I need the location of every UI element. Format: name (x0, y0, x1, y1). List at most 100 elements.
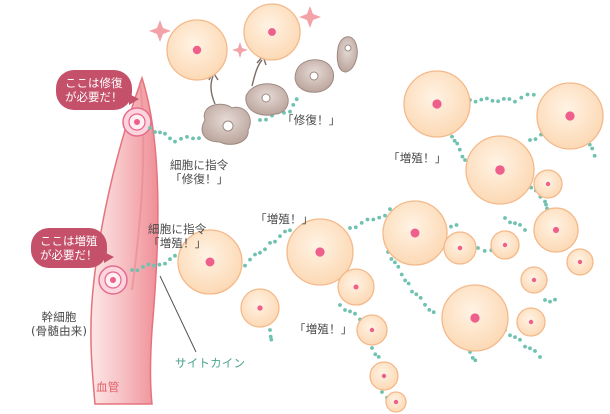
cytokine-dot (410, 289, 414, 294)
cytokine-dot (528, 138, 532, 142)
cytokine-dot (496, 99, 500, 104)
cytokine-dot (365, 217, 370, 222)
cytokine-dot (525, 92, 530, 97)
cytokine-dot (431, 310, 436, 315)
cytokine-dot (168, 257, 172, 262)
cell-nucleus (205, 257, 215, 267)
cytokine-dot (353, 225, 358, 230)
cytokine-dot (348, 309, 352, 314)
cytokine-dot (501, 97, 506, 101)
label-proliferation-right: 「増殖！」 (388, 151, 447, 165)
cytokine-dot (158, 130, 162, 135)
cytokine-dot (473, 358, 478, 363)
cytokine-dot (538, 355, 542, 359)
cytokine-dot (513, 99, 517, 104)
sparkle-icon (149, 20, 171, 42)
cytokine-dot (513, 335, 517, 339)
cytokine-dot (476, 246, 480, 250)
cytokine-dot (157, 262, 162, 267)
cytokine-dot (543, 298, 547, 302)
cytokine-dot (479, 97, 484, 102)
cytokine-dot (507, 97, 512, 101)
cell-nucleus (381, 373, 387, 379)
cell-nucleus (410, 228, 420, 238)
cell-nucleus (393, 399, 399, 405)
cell-nucleus (353, 284, 359, 290)
cytokine-dot (389, 257, 394, 261)
cytokine-dot (543, 199, 547, 204)
cytokine-dot (380, 390, 384, 394)
cytokine-dot (513, 221, 517, 226)
cell-nucleus (257, 305, 263, 311)
cytokine-dot (268, 334, 273, 339)
cytokine-dot (173, 253, 177, 258)
cell-nucleus (268, 28, 276, 36)
cytokine-dot (592, 153, 597, 158)
cytokine-dot (185, 135, 189, 139)
cytokine-dot (403, 278, 407, 283)
cytokine-dot (454, 223, 459, 227)
cell-nucleus (470, 313, 480, 323)
cytokine-dot (388, 207, 392, 212)
cytokine-dot (294, 97, 299, 102)
cell-nucleus (565, 111, 575, 121)
cytokine-dot (191, 136, 195, 141)
cytokine-dot (427, 308, 432, 312)
cytokine-dot (449, 224, 453, 229)
cytokine-dot (278, 234, 282, 239)
cytokine-dot (518, 223, 522, 227)
cytokine-dot (264, 117, 268, 122)
cytokine-dot (523, 228, 527, 232)
cytokine-dot (173, 139, 177, 144)
cytokine-dot (288, 109, 292, 114)
cytokine-dot (163, 131, 167, 136)
stem-cell-upper (122, 107, 152, 137)
cytokine-dot (135, 268, 140, 273)
cytokine-dot (518, 337, 522, 342)
damaged-cell (336, 36, 358, 73)
cytokine-dot (152, 263, 156, 268)
cytokine-dot (130, 268, 134, 272)
cytokine-dot (268, 328, 272, 332)
cytokine-dot (377, 215, 382, 220)
cytokine-dot (268, 241, 272, 245)
cytokine-dot (503, 216, 507, 220)
cell-nucleus (495, 165, 505, 175)
cytokine-dot (528, 346, 532, 351)
cytokine-dot (452, 138, 457, 143)
cytokine-dot (590, 146, 595, 151)
cells (166, 3, 604, 413)
cell-nucleus (531, 277, 537, 283)
cytokine-dot (473, 99, 478, 104)
cell-nucleus (315, 247, 325, 257)
cytokine-dot (553, 297, 557, 302)
cell-nucleus (192, 45, 202, 55)
cytokine-dot (348, 226, 352, 230)
cytokine-dot (269, 337, 274, 342)
callout-proliferation-needed: ここは増殖 が必要だ！ (31, 228, 113, 268)
label-stem-cell: 幹細胞 (骨髄由来) (31, 310, 88, 338)
cytokine-dot (148, 126, 152, 130)
cytokine-dot (544, 202, 548, 207)
cytokine-dot (179, 136, 183, 141)
cytokine-dot (519, 95, 524, 100)
cell-nucleus (369, 327, 375, 333)
cell-nucleus (432, 99, 442, 109)
cytokine-dot (508, 333, 512, 338)
sparkle-icon (232, 42, 248, 58)
cell-nucleus (528, 319, 534, 325)
cytokine-dot (253, 252, 257, 257)
cytokine-dot (197, 136, 201, 141)
label-proliferation-lower: 「増殖！」 (294, 322, 353, 336)
cytokine-dot (508, 220, 512, 225)
cytokine-dot (338, 303, 342, 307)
cell-nucleus (577, 259, 583, 265)
cytokine-dot (163, 261, 167, 266)
cytokine-dot (371, 217, 376, 222)
cytokine-dot (359, 221, 364, 225)
stem-cell-lower (98, 265, 128, 295)
cytokine-dot (482, 249, 487, 253)
cytokine-dot (490, 98, 495, 103)
cytokine-dot (399, 272, 404, 277)
